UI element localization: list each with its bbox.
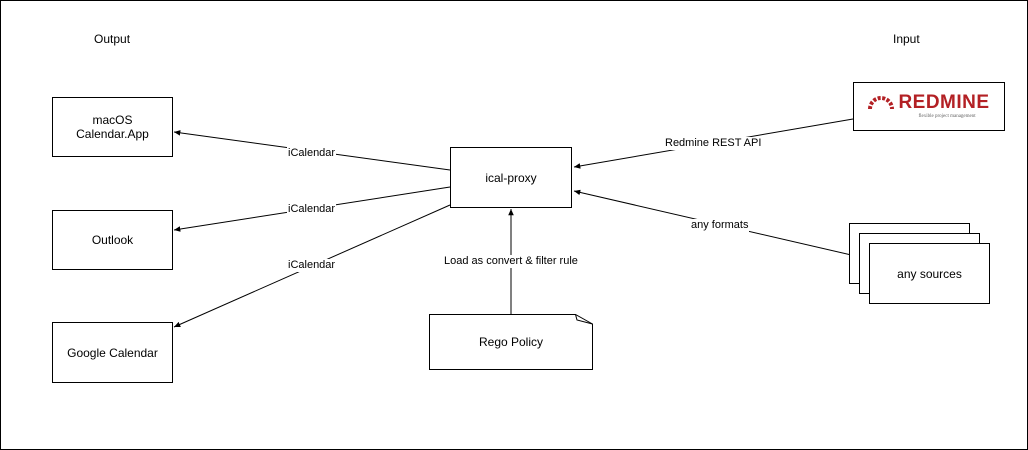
redmine-logo-row: REDMINE (868, 93, 989, 113)
redmine-tagline: flexible project management (918, 114, 976, 119)
macos-calendar-label: macOS Calendar.App (76, 113, 149, 141)
any-sources-node: any sources (869, 243, 990, 304)
edge-label-icalendar-google: iCalendar (287, 259, 337, 272)
redmine-node: REDMINE flexible project management (853, 82, 1005, 131)
rego-policy-note-shape (429, 314, 593, 370)
rego-policy-fold-icon (575, 314, 593, 325)
google-calendar-node: Google Calendar (52, 322, 173, 383)
rego-policy-node (429, 314, 593, 370)
output-heading: Output (94, 32, 131, 46)
google-calendar-label: Google Calendar (67, 345, 158, 360)
edge-label-icalendar-macos: iCalendar (287, 147, 337, 160)
rego-policy-label: Rego Policy (478, 335, 544, 349)
edge-label-redmine-rest-api: Redmine REST API (664, 137, 763, 150)
outlook-label: Outlook (91, 233, 134, 247)
ical-proxy-label: ical-proxy (485, 170, 537, 185)
redmine-arch-icon (868, 96, 895, 110)
macos-calendar-node: macOS Calendar.App (52, 97, 173, 157)
outlook-node: Outlook (52, 210, 173, 270)
rego-policy-label-box: Rego Policy (429, 314, 593, 370)
redmine-wordmark: REDMINE (898, 92, 990, 113)
input-heading: Input (893, 32, 920, 46)
edge-label-rego-load-rule: Load as convert & filter rule (443, 255, 579, 268)
any-sources-label: any sources (897, 266, 962, 281)
redmine-logo: REDMINE flexible project management (868, 93, 989, 120)
edge-label-any-formats: any formats (690, 219, 750, 232)
ical-proxy-node: ical-proxy (450, 147, 572, 208)
edge-label-icalendar-outlook: iCalendar (287, 203, 337, 216)
